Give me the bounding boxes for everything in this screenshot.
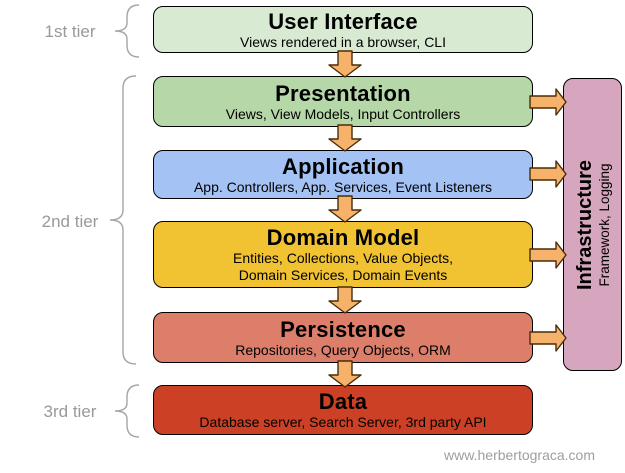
infrastructure-rotated-text: Infrastructure Framework, Logging xyxy=(565,78,621,371)
layer-subtitle-domain-model: Entities, Collections, Value Objects, xyxy=(233,250,453,266)
tier-label-1st: 1st tier xyxy=(44,22,96,41)
brace-1st-tier xyxy=(114,4,140,58)
layer-box-domain-model: Domain Model Entities, Collections, Valu… xyxy=(153,221,533,288)
layer-title-application: Application xyxy=(282,153,404,179)
arrow-down-presentation-to-application xyxy=(328,124,362,152)
infrastructure-title: Infrastructure xyxy=(573,159,595,290)
layer-title-presentation: Presentation xyxy=(275,80,411,106)
arrow-right-presentation-to-infrastructure xyxy=(529,88,567,116)
layer-box-data: Data Database server, Search Server, 3rd… xyxy=(153,385,533,435)
arrow-down-persistence-to-data xyxy=(328,360,362,388)
layer-subtitle-presentation: Views, View Models, Input Controllers xyxy=(225,105,461,122)
layer-subtitle-persistence: Repositories, Query Objects, ORM xyxy=(235,341,451,358)
layer-box-user-interface: User Interface Views rendered in a brows… xyxy=(153,6,533,53)
arrow-right-persistence-to-infrastructure xyxy=(529,324,567,352)
tier-label-3rd: 3rd tier xyxy=(43,402,97,421)
arrow-right-application-to-infrastructure xyxy=(529,160,567,188)
layer-subtitle2-domain-model: Domain Services, Domain Events xyxy=(238,267,448,283)
layer-title-data: Data xyxy=(318,389,368,414)
layer-title-domain-model: Domain Model xyxy=(266,225,420,250)
brace-2nd-tier xyxy=(109,75,137,365)
layer-title-user-interface: User Interface xyxy=(268,8,418,34)
arrow-down-ui-to-presentation xyxy=(328,50,362,78)
arrow-right-domain-to-infrastructure xyxy=(529,241,567,269)
layer-box-persistence: Persistence Repositories, Query Objects,… xyxy=(153,312,533,363)
layer-box-presentation: Presentation Views, View Models, Input C… xyxy=(153,76,533,127)
infrastructure-box: Infrastructure Framework, Logging xyxy=(563,78,622,371)
infrastructure-subtitle: Framework, Logging xyxy=(596,162,611,287)
arrow-down-application-to-domain xyxy=(328,195,362,223)
layer-subtitle-user-interface: Views rendered in a browser, CLI xyxy=(240,33,446,50)
brace-3rd-tier xyxy=(114,384,140,438)
layer-subtitle-data: Database server, Search Server, 3rd part… xyxy=(199,414,487,430)
tier-label-2nd: 2nd tier xyxy=(41,212,99,231)
layer-box-application: Application App. Controllers, App. Servi… xyxy=(153,150,533,199)
watermark-url: www.herbertograca.com xyxy=(444,447,595,463)
arrow-down-domain-to-persistence xyxy=(328,286,362,314)
layer-subtitle-application: App. Controllers, App. Services, Event L… xyxy=(193,178,493,195)
layer-title-persistence: Persistence xyxy=(280,316,406,342)
